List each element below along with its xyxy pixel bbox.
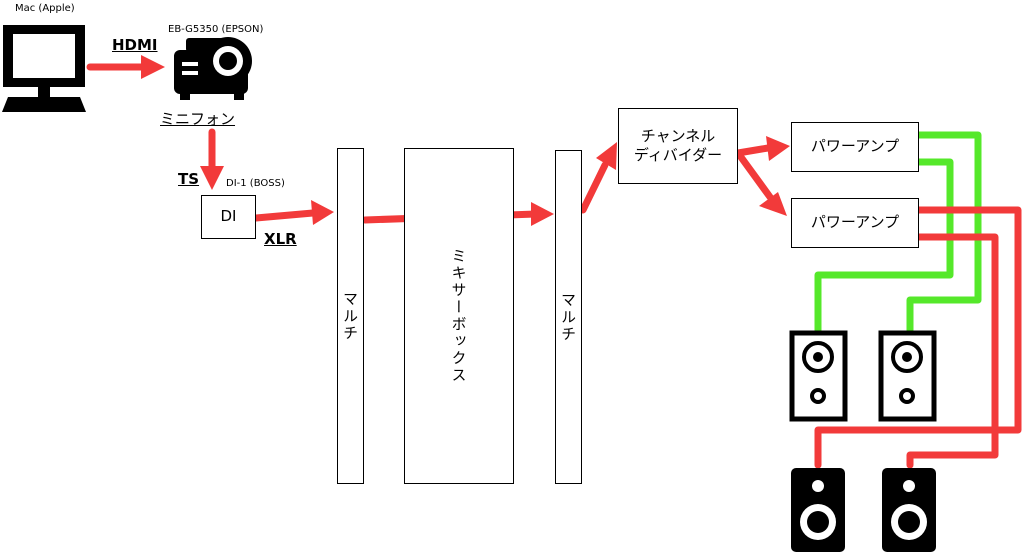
green-cable-1 [906,131,982,334]
di-box-label: DI [220,207,237,226]
arrowhead-divider [596,142,617,170]
arrow-to-divider [579,161,609,214]
channel-divider-box: チャンネル ディバイダー [618,108,738,184]
multi-left-box: マルチ [337,148,364,484]
ts-label: TS [178,170,200,188]
monitor-icon [2,25,86,112]
speaker-icon [789,330,848,422]
hdmi-label: HDMI [112,36,158,54]
red-cable-1 [814,206,1022,469]
channel-divider-line2: ディバイダー [633,146,723,164]
power-amp-2-box: パワーアンプ [791,198,919,248]
speaker-icon [791,468,845,552]
miniphone-label: ミニフォン [160,110,236,128]
arrow-divider-amp2 [734,149,774,201]
arrow-xlr [252,209,317,222]
mixer-label: ミキサーボックス [449,248,468,384]
power-amp-1-label: パワーアンプ [810,137,900,156]
xlr-label: XLR [264,230,297,248]
multi-right-label: マルチ [559,291,577,343]
projector-icon [174,37,252,100]
red-cable-2 [906,233,999,469]
multi-left-label: マルチ [341,290,359,342]
mac-label: Mac (Apple) [15,3,75,14]
arrowhead-amp2 [759,192,787,216]
green-cable-2 [814,158,954,334]
power-amp-2-label: パワーアンプ [810,213,900,232]
arrowhead-xlr [311,200,334,225]
projector-model-label: EB-G5350 (EPSON) [168,24,264,35]
mixer-box: ミキサーボックス [404,148,514,484]
arrowhead-mixer [531,202,554,226]
di-box: DI [201,195,256,239]
arrow-divider-amp1 [734,144,772,157]
arrowhead-hdmi [141,55,165,79]
multi-right-box: マルチ [555,150,582,484]
speaker-icon [882,468,936,552]
speaker-icon [878,330,937,422]
arrowhead-amp1 [766,136,790,161]
power-amp-1-box: パワーアンプ [791,122,919,172]
channel-divider-line1: チャンネル [640,126,716,145]
di-model-label: DI-1 (BOSS) [226,178,285,189]
arrowhead-miniphone [200,166,224,190]
